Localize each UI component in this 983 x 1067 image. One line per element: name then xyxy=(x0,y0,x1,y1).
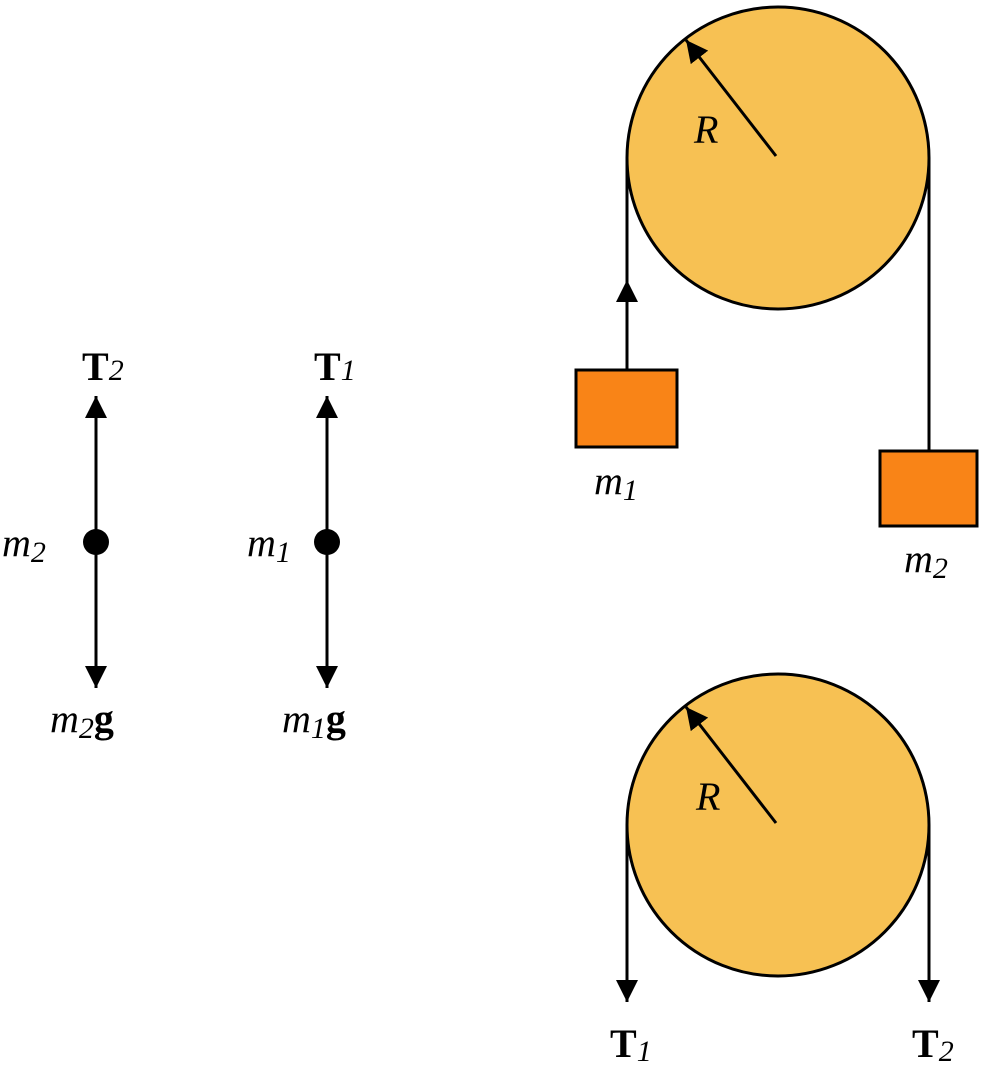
block-m2 xyxy=(878,449,979,528)
pulley-fbd-radius-label: R xyxy=(695,774,720,819)
pulley-fbd: R T1 T2 xyxy=(610,672,954,1067)
fbd-m1-tension-label: T1 xyxy=(314,344,356,389)
fbd-m1-mass-label: m1 xyxy=(247,520,291,569)
fbd-m2-weight-label: m2g xyxy=(50,696,114,745)
pulley-fbd-radius-arrow xyxy=(684,706,778,824)
block-m1-label: m1 xyxy=(594,458,638,507)
pulley-fbd-left-tension-label: T1 xyxy=(610,1021,652,1067)
pulley-wheel xyxy=(625,5,931,311)
fbd-m1-weight-label: m1g xyxy=(282,696,346,745)
pulley-fbd-right-tension-label: T2 xyxy=(912,1021,954,1067)
fbd-m2-point-mass xyxy=(83,529,109,555)
fbd-m1-point-mass xyxy=(314,529,340,555)
fbd-m2-mass-label: m2 xyxy=(2,520,46,569)
pulley-system: R m1 m2 xyxy=(574,5,979,585)
fbd-m1: T1 m1 m1g xyxy=(247,344,356,745)
pulley-radius-arrow xyxy=(684,39,778,157)
fbd-m2: T2 m2 m2g xyxy=(2,344,124,745)
fbd-m2-tension-label: T2 xyxy=(82,344,124,389)
block-m2-label: m2 xyxy=(904,536,948,585)
block-m1 xyxy=(574,368,679,449)
pulley-radius-label: R xyxy=(693,107,718,152)
pulley-fbd-wheel xyxy=(625,672,931,978)
